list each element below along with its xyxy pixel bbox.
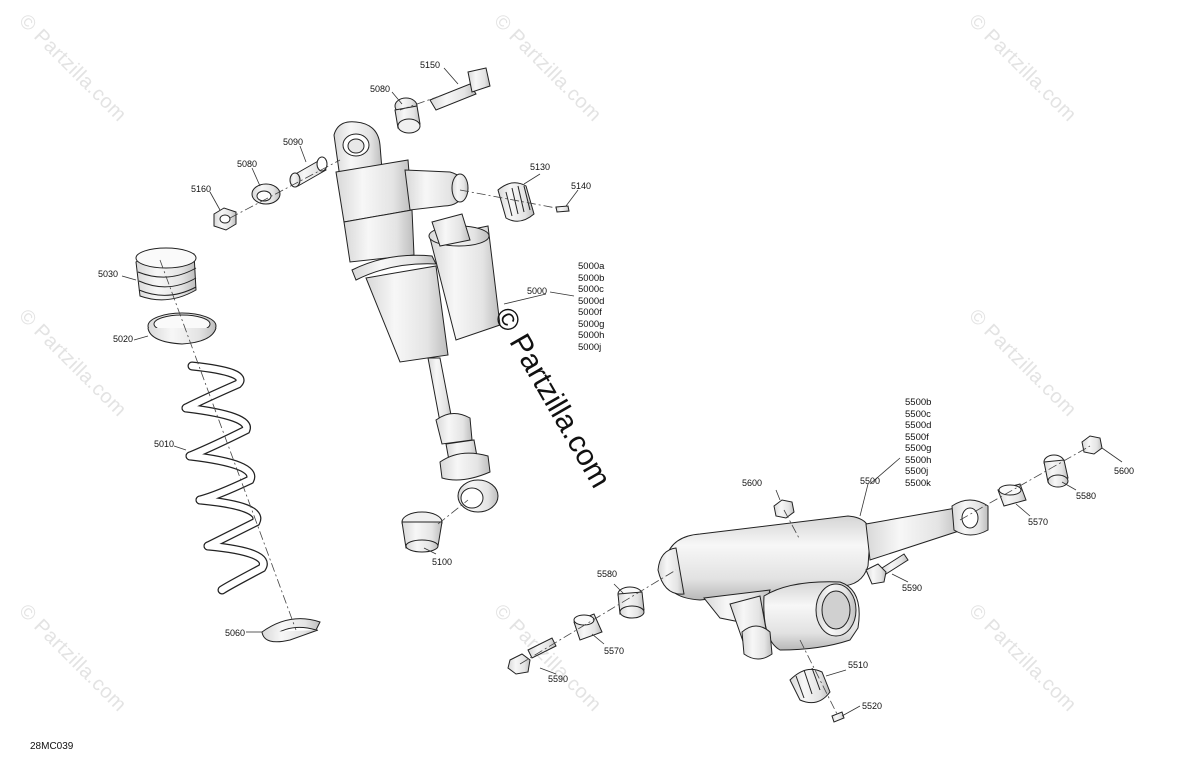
callout-5130[interactable]: 5130 [530,162,551,172]
variant-code[interactable]: 5000d [578,295,605,307]
callout-5570[interactable]: 5570 [604,646,625,656]
rear-variant-list: 5500b 5500c 5500d 5500f 5500g 5500h 5500… [905,397,931,489]
callout-5520[interactable]: 5520 [862,701,883,711]
variant-code[interactable]: 5500d [905,420,932,431]
callout-5030[interactable]: 5030 [98,269,119,279]
variant-code[interactable]: 5500k [905,477,931,489]
callout-5580[interactable]: 5580 [597,569,618,579]
center-lines [159,95,1091,717]
variant-code[interactable]: 5500g [905,443,932,454]
callout-5140[interactable]: 5140 [571,181,592,191]
variant-code[interactable]: 5000b [578,272,605,284]
callout-5150[interactable]: 5150 [420,60,441,70]
variant-code[interactable]: 5000c [578,284,604,295]
callout-5500[interactable]: 5500 [860,476,881,486]
variant-code[interactable]: 5000h [578,330,605,341]
callout-5090[interactable]: 5090 [283,137,304,147]
variant-code[interactable]: 5000j [578,341,602,353]
rear-shock-assembly [657,499,989,660]
callout-5590[interactable]: 5590 [548,674,569,684]
rear-hardware [507,435,1103,723]
callout-5160[interactable]: 5160 [191,184,212,194]
callout-5060[interactable]: 5060 [225,628,246,638]
variant-code[interactable]: 5500j [905,466,929,477]
callout-5080[interactable]: 5080 [370,84,391,94]
callout-5590[interactable]: 5590 [902,583,923,593]
variant-code[interactable]: 5500c [905,408,931,420]
diagram-code: 28MC039 [30,741,74,752]
front-variant-list: 5000a 5000b 5000c 5000d 5000f 5000g 5000… [578,261,604,353]
variant-code[interactable]: 5000a [578,261,605,272]
callout-5000[interactable]: 5000 [527,286,548,296]
callout-5600[interactable]: 5600 [1114,466,1135,476]
variant-code[interactable]: 5500f [905,431,929,443]
callout-5010[interactable]: 5010 [154,439,175,449]
front-shock-assembly [333,121,501,513]
callout-5100[interactable]: 5100 [432,557,453,567]
callout-5570[interactable]: 5570 [1028,517,1049,527]
variant-code[interactable]: 5500h [905,454,932,466]
callout-5020[interactable]: 5020 [113,334,134,344]
callout-5580[interactable]: 5580 [1076,491,1097,501]
leader-lines [121,67,1123,717]
callout-5600[interactable]: 5600 [742,478,763,488]
variant-code[interactable]: 5000g [578,318,605,330]
callout-5510[interactable]: 5510 [848,660,869,670]
front-hardware [135,67,570,643]
variant-code[interactable]: 5500b [905,397,932,408]
variant-code[interactable]: 5000f [578,307,602,318]
callout-5080[interactable]: 5080 [237,159,258,169]
